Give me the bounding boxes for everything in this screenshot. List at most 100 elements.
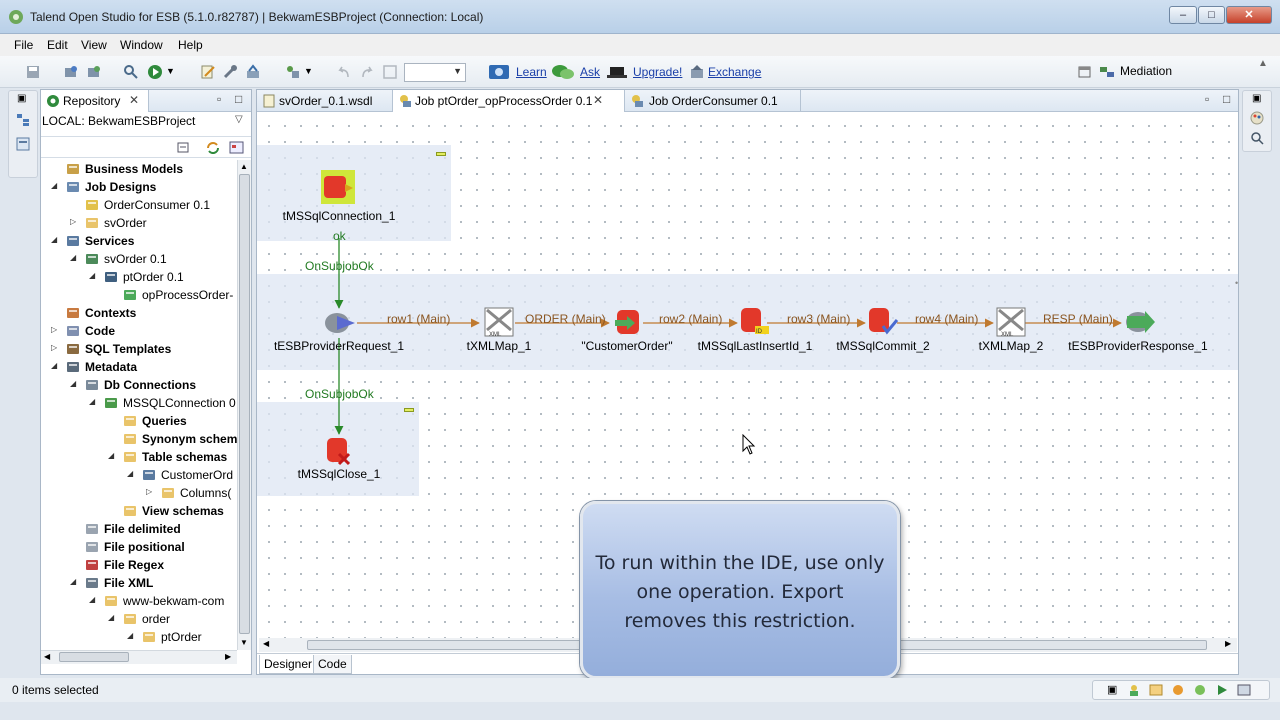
- exchange-icon[interactable]: [688, 63, 706, 81]
- tab-svorder-wsdl[interactable]: svOrder_0.1.wsdl: [257, 90, 393, 112]
- routes-icon[interactable]: [284, 63, 302, 81]
- code-view-icon[interactable]: [16, 137, 30, 151]
- menu-edit[interactable]: Edit: [47, 38, 68, 52]
- expanded-toggle-icon[interactable]: ◢: [70, 379, 77, 388]
- run-dropdown-arrow-icon[interactable]: ▼: [166, 66, 175, 76]
- tree-horizontal-scrollbar[interactable]: ◀ ▶: [41, 650, 237, 664]
- scroll-down-icon[interactable]: ▼: [240, 638, 248, 647]
- maximize-button[interactable]: □: [1198, 6, 1225, 24]
- export-items-icon[interactable]: [85, 63, 103, 81]
- scroll-left-icon[interactable]: ◀: [263, 639, 270, 648]
- expanded-toggle-icon[interactable]: ◢: [89, 271, 96, 280]
- restore-icon[interactable]: ▣: [1107, 684, 1118, 696]
- esb-provider-response-component[interactable]: [1123, 306, 1157, 338]
- open-perspective-icon[interactable]: [1078, 63, 1092, 81]
- menu-view[interactable]: View: [81, 38, 107, 52]
- search-icon[interactable]: [1250, 131, 1264, 145]
- run-icon[interactable]: [146, 63, 164, 81]
- mediation-perspective-icon[interactable]: [1098, 63, 1116, 81]
- debug-icon[interactable]: [1193, 683, 1207, 697]
- expanded-toggle-icon[interactable]: ◢: [127, 631, 134, 640]
- mssql-close-component[interactable]: [323, 436, 355, 468]
- perspective-overflow-icon[interactable]: ▲: [1258, 58, 1268, 69]
- edit-icon[interactable]: [199, 63, 217, 81]
- mssql-last-insert-id-component[interactable]: ID: [739, 306, 771, 338]
- save-icon[interactable]: [24, 63, 42, 81]
- expanded-toggle-icon[interactable]: ◢: [70, 577, 77, 586]
- palette-icon[interactable]: [1250, 111, 1264, 125]
- routes-dropdown-arrow-icon[interactable]: ▼: [304, 66, 313, 76]
- scroll-left-icon[interactable]: ◀: [44, 652, 51, 661]
- scroll-right-icon[interactable]: ▶: [1225, 639, 1232, 648]
- scroll-thumb[interactable]: [239, 174, 250, 634]
- modules-icon[interactable]: [1171, 683, 1185, 697]
- maximize-view-icon[interactable]: □: [235, 92, 243, 106]
- tab-job-ptorder[interactable]: Job ptOrder_opProcessOrder 0.1 ✕: [393, 90, 625, 112]
- context-icon[interactable]: [1149, 683, 1163, 697]
- expanded-toggle-icon[interactable]: ◢: [89, 595, 96, 604]
- ask-icon[interactable]: [551, 63, 575, 81]
- tab-job-orderconsumer[interactable]: Job OrderConsumer 0.1: [625, 90, 801, 112]
- tab-code[interactable]: Code: [313, 655, 352, 674]
- close-icon[interactable]: ✕: [593, 93, 604, 107]
- expanded-toggle-icon[interactable]: ◢: [108, 451, 115, 460]
- restore-icon[interactable]: ▣: [17, 93, 27, 104]
- mediation-perspective-button[interactable]: Mediation: [1120, 64, 1173, 78]
- problems-icon[interactable]: [1237, 683, 1251, 697]
- expanded-toggle-icon[interactable]: ◢: [127, 469, 134, 478]
- menu-file[interactable]: File: [14, 38, 34, 52]
- exchange-link[interactable]: Exchange: [708, 65, 762, 79]
- collapsed-toggle-icon[interactable]: ▷: [51, 325, 58, 334]
- expanded-toggle-icon[interactable]: ◢: [51, 361, 58, 370]
- menu-window[interactable]: Window: [120, 38, 163, 52]
- collapsed-toggle-icon[interactable]: ▷: [51, 343, 58, 352]
- minimize-button[interactable]: –: [1169, 6, 1197, 24]
- ask-link[interactable]: Ask: [580, 65, 601, 79]
- import-items-icon[interactable]: [62, 63, 80, 81]
- scroll-right-icon[interactable]: ▶: [225, 652, 232, 661]
- learn-link[interactable]: Learn: [516, 65, 547, 79]
- collapse-subjob-icon[interactable]: [436, 152, 446, 156]
- wrench-icon[interactable]: [221, 63, 239, 81]
- zoom-combo[interactable]: ▼: [404, 63, 466, 82]
- minimize-view-icon[interactable]: ▫: [1205, 92, 1210, 106]
- maximize-view-icon[interactable]: □: [1223, 92, 1231, 106]
- learn-icon[interactable]: [488, 63, 512, 81]
- deploy-icon[interactable]: [244, 63, 262, 81]
- esb-provider-request-component[interactable]: [323, 308, 357, 338]
- upgrade-icon[interactable]: [605, 63, 629, 81]
- undo-icon[interactable]: [335, 63, 353, 81]
- scroll-up-icon[interactable]: ▲: [240, 162, 248, 171]
- chevron-down-icon[interactable]: ▽: [235, 114, 243, 125]
- collapse-subjob-icon[interactable]: [404, 408, 414, 412]
- restore-icon[interactable]: ▣: [1252, 93, 1262, 104]
- collapse-all-icon[interactable]: [177, 140, 191, 154]
- close-button[interactable]: ✕: [1226, 6, 1272, 24]
- expanded-toggle-icon[interactable]: ◢: [51, 235, 58, 244]
- expanded-toggle-icon[interactable]: ◢: [108, 613, 115, 622]
- collapsed-toggle-icon[interactable]: ▷: [70, 217, 77, 226]
- upgrade-link[interactable]: Upgrade!: [633, 65, 683, 79]
- menu-help[interactable]: Help: [178, 38, 203, 52]
- xmlmap-2-component[interactable]: XML: [995, 306, 1027, 338]
- mssql-connection-component[interactable]: [321, 170, 355, 204]
- minimize-view-icon[interactable]: ▫: [217, 92, 222, 106]
- tab-repository[interactable]: Repository ✕: [41, 90, 149, 112]
- expanded-toggle-icon[interactable]: ◢: [51, 181, 58, 190]
- tree-vertical-scrollbar[interactable]: ▲ ▼: [237, 160, 251, 650]
- expanded-toggle-icon[interactable]: ◢: [89, 397, 96, 406]
- customer-order-output-component[interactable]: [613, 308, 645, 338]
- close-icon[interactable]: ✕: [129, 93, 140, 107]
- mssql-commit-component[interactable]: [867, 306, 899, 338]
- scroll-thumb[interactable]: [59, 652, 129, 662]
- expanded-toggle-icon[interactable]: ◢: [70, 253, 77, 262]
- find-icon[interactable]: [122, 63, 140, 81]
- filter-icon[interactable]: [229, 140, 245, 156]
- run-job-icon[interactable]: [1215, 683, 1229, 697]
- xmlmap-1-component[interactable]: XML: [483, 306, 515, 338]
- collapsed-toggle-icon[interactable]: ▷: [146, 487, 153, 496]
- outline-view-icon[interactable]: [16, 113, 30, 127]
- refresh-icon[interactable]: [205, 140, 221, 156]
- zoom-fit-icon[interactable]: [381, 63, 399, 81]
- component-settings-icon[interactable]: [1127, 683, 1141, 697]
